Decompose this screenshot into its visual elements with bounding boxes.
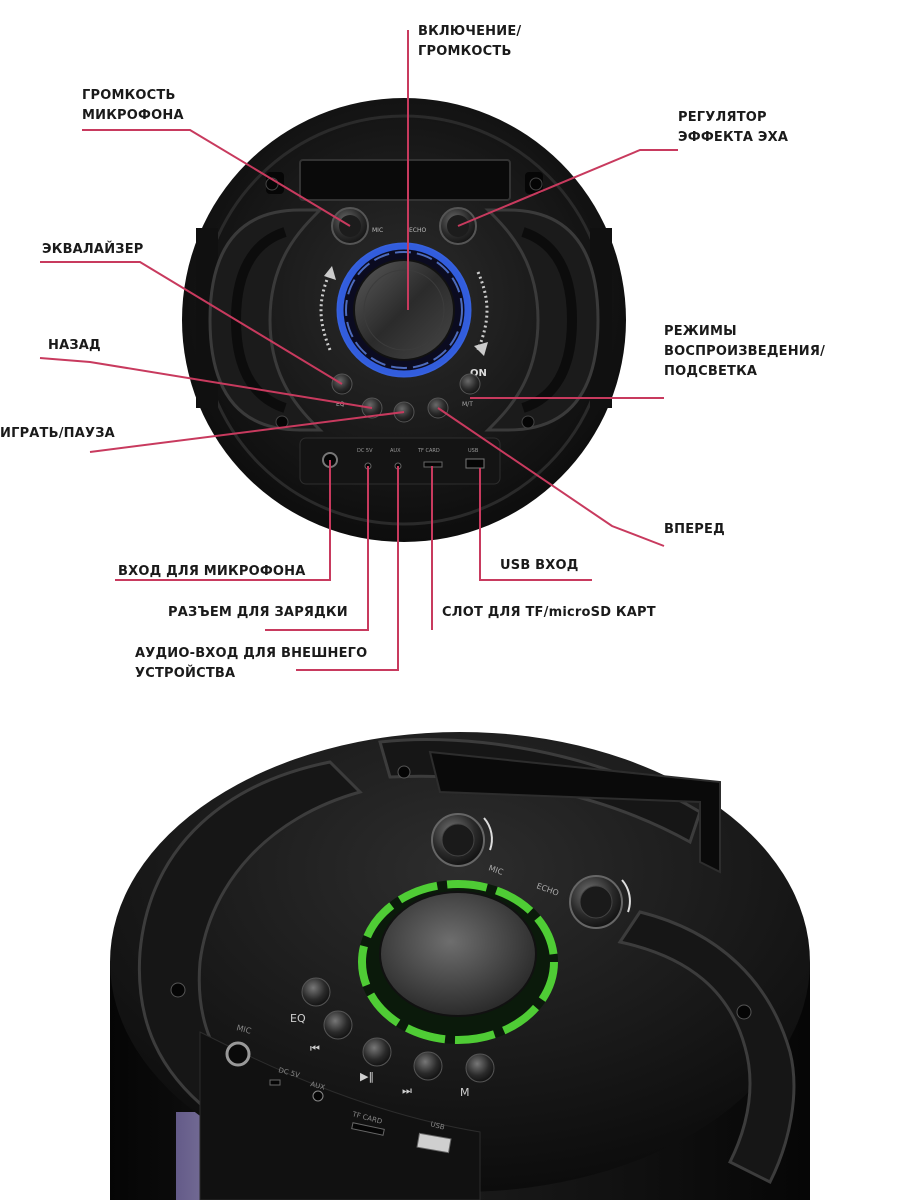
on-marking: ON (470, 368, 487, 379)
right-rotate-arrow (476, 271, 489, 351)
label-back: НАЗАД (48, 338, 101, 353)
photo-volume-dial (358, 880, 558, 1044)
photo-tf-slot (351, 1122, 385, 1136)
mt-marking: M/T (462, 401, 473, 408)
product-photo: MIC ECHO EQ ⏮ ▶‖ ⏭ M MIC DC 5V AUX (0, 722, 900, 1200)
label-aux-input: АУДИО-ВХОД ДЛЯ ВНЕШНЕГО УСТРОЙСТВА (135, 646, 368, 681)
port-panel (299, 437, 501, 485)
label-mic-input: ВХОД ДЛЯ МИКРОФОНА (118, 564, 306, 579)
callout-lines (39, 30, 678, 671)
callout-charging (265, 466, 369, 631)
left-handle (208, 208, 324, 432)
usb-port (465, 458, 485, 469)
label-play-pause: ИГРАТЬ/ПАУЗА (0, 426, 115, 441)
callout-back (39, 357, 373, 409)
photo-aux-marking: AUX (309, 1080, 325, 1092)
photo-mode-button (465, 1053, 495, 1083)
label-equalizer: ЭКВАЛАЙЗЕР (42, 242, 144, 257)
label-echo-control: РЕГУЛЯТОР ЭФФЕКТА ЭХА (678, 110, 789, 145)
photo-aux-port (312, 1090, 324, 1102)
label-power-volume: ВКЛЮЧЕНИЕ/ ГРОМКОСТЬ (418, 24, 522, 59)
callout-echo (457, 149, 678, 227)
photo-back-button (323, 1010, 353, 1040)
photo-mic-port-marking: MIC (235, 1023, 252, 1036)
photo-back-icon: ⏮ (310, 1042, 320, 1055)
speaker-angled-photo: MIC ECHO EQ ⏮ ▶‖ ⏭ M MIC DC 5V AUX (110, 732, 810, 1200)
photo-mic-knob (431, 813, 493, 867)
photo-usb-marking: USB (429, 1120, 445, 1131)
mode-button (459, 373, 481, 395)
left-rotate-arrow (319, 271, 332, 351)
right-handle (484, 208, 600, 432)
callout-forward (437, 407, 665, 547)
photo-forward-button (413, 1051, 443, 1081)
photo-top-slot (428, 750, 721, 874)
label-forward: ВПЕРЕД (664, 522, 725, 537)
photo-play-icon: ▶‖ (360, 1070, 374, 1083)
dc-marking: DC 5V (357, 448, 373, 454)
mic-marking: MIC (372, 227, 383, 234)
callout-usb (479, 468, 592, 581)
photo-echo-knob (569, 875, 631, 929)
tf-marking: TF CARD (417, 448, 440, 454)
top-handle-slot (299, 159, 511, 201)
echo-marking: ECHO (409, 227, 426, 234)
photo-eq-button (301, 977, 331, 1007)
photo-dc-port (269, 1079, 281, 1086)
label-mic-volume: ГРОМКОСТЬ МИКРОФОНА (82, 88, 184, 123)
callout-mic-volume (82, 129, 351, 227)
callout-play-pause (89, 411, 405, 453)
eq-marking: EQ (336, 401, 345, 408)
photo-eq-marking: EQ (290, 1012, 306, 1025)
photo-m-marking: M (460, 1086, 470, 1099)
power-volume-dial (336, 242, 472, 378)
label-tf-slot: СЛОТ ДЛЯ TF/microSD КАРТ (442, 605, 656, 620)
photo-mic-jack (225, 1041, 251, 1067)
photo-right-handle (617, 910, 796, 1185)
aux-marking: AUX (390, 448, 401, 454)
label-usb-input: USB ВХОД (500, 558, 579, 573)
callout-equalizer (40, 261, 343, 385)
annotated-diagram: MIC ECHO ON EQ (0, 24, 826, 681)
usb-marking: USB (468, 448, 479, 454)
photo-play-button (362, 1037, 392, 1067)
speaker-top-view: MIC ECHO ON EQ (39, 30, 678, 671)
callout-aux (296, 466, 399, 671)
label-modes-backlight: РЕЖИМЫ ВОСПРОИЗВЕДЕНИЯ/ ПОДСВЕТКА (664, 324, 826, 379)
callout-mic-input (115, 460, 331, 581)
photo-left-handle (137, 760, 363, 1114)
photo-forward-icon: ⏭ (402, 1084, 412, 1097)
photo-usb-port (416, 1132, 452, 1154)
label-charging-port: РАЗЪЕМ ДЛЯ ЗАРЯДКИ (168, 605, 348, 620)
